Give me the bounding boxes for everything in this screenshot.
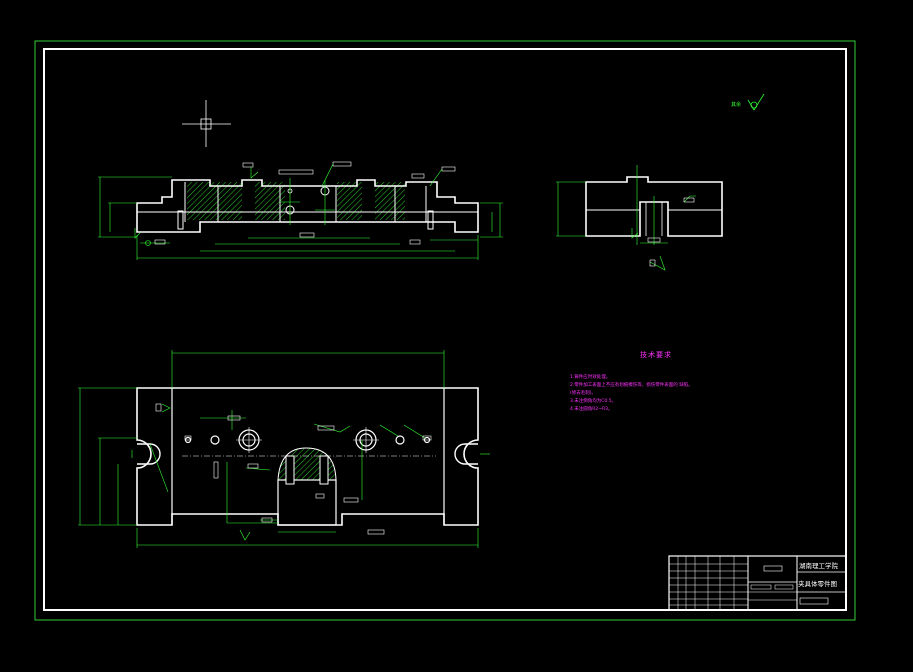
- plan-view: [78, 350, 490, 548]
- crosshair-cursor-icon: [182, 100, 231, 147]
- inner-frame: [43, 48, 847, 611]
- outer-frame: [34, 40, 856, 621]
- technical-requirements-list: 1.铸件应时效处理。 2.零件加工表面上不应有划痕擦伤等，损伤零件表面的 缺陷。…: [570, 375, 693, 412]
- technical-requirement-item: (修去毛刺)。: [570, 391, 597, 396]
- front-view: [98, 161, 503, 260]
- title-block: [668, 555, 847, 611]
- technical-requirements-title: 技术要求: [640, 351, 672, 359]
- technical-requirement-item: 1.铸件应时效处理。: [570, 375, 611, 380]
- roughness-note: 其余: [731, 102, 742, 108]
- title-block-school: 湖南理工学院: [799, 562, 838, 570]
- side-view: [556, 165, 723, 271]
- technical-requirement-item: 2.零件加工表面上不应有划痕擦伤等，损伤零件表面的 缺陷。: [570, 383, 693, 388]
- technical-requirement-item: 4.未注圆角R2~R3。: [570, 407, 613, 412]
- technical-requirement-item: 3.未注倒角均为C0.5。: [570, 399, 617, 404]
- roughness-symbol: [747, 93, 765, 111]
- title-block-part-name: 夹具体零件图: [798, 580, 837, 588]
